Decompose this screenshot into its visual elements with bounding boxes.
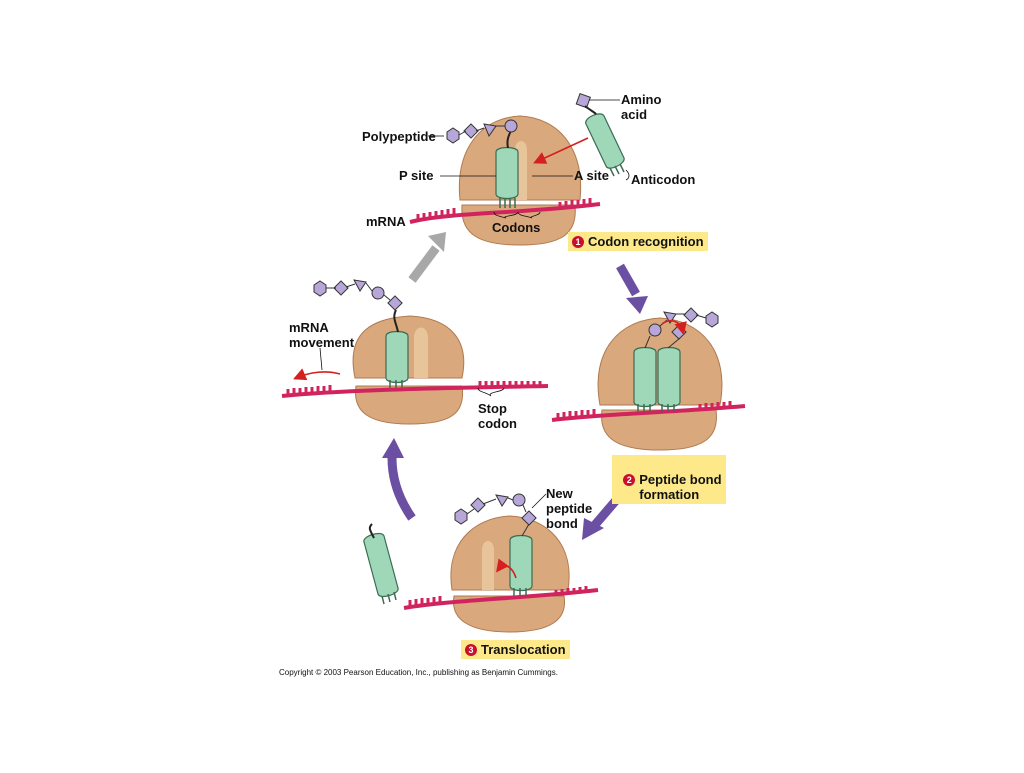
leader-line-mrna-movement	[319, 347, 323, 371]
step-3-label: Translocation	[481, 642, 566, 657]
incoming-trna-step1	[575, 92, 625, 177]
copyright-notice: Copyright © 2003 Pearson Education, Inc.…	[279, 668, 558, 677]
stop-codon-label: Stop codon	[478, 401, 517, 431]
step-2-number: 2	[623, 474, 636, 486]
amino-acid-label: Amino acid	[621, 92, 662, 122]
step-3-number: 3	[465, 644, 477, 656]
mrna-movement-arrow	[293, 368, 341, 381]
trna-p-site-step1	[495, 127, 519, 208]
step-1-number: 1	[572, 236, 584, 248]
released-trna	[363, 523, 399, 605]
anticodon-label: Anticodon	[631, 172, 696, 187]
polypeptide-chain-step1	[446, 119, 518, 144]
mrna-strand-step2	[551, 401, 746, 422]
new-peptide-bond-label: New peptide bond	[546, 486, 593, 531]
step-3-translocation: 3 Translocation	[461, 640, 570, 659]
polypeptide-label: Polypeptide	[362, 129, 436, 144]
mrna-strand-step3	[403, 586, 599, 610]
p-site-label: P site	[399, 168, 434, 183]
mrna-strand-left	[281, 381, 549, 398]
codons-label: Codons	[492, 220, 541, 235]
trna-pair-step2	[633, 307, 719, 412]
trna-step3	[454, 493, 537, 596]
mrna-strand-step1	[409, 198, 601, 224]
leader-line-peptide-bond	[531, 493, 547, 509]
a-site-label: A site	[574, 168, 609, 183]
mrna-label: mRNA	[366, 214, 406, 229]
step-1-label: Codon recognition	[588, 234, 704, 249]
step-1-codon-recognition: 1 Codon recognition	[568, 232, 708, 251]
step-2-label: Peptide bond formation	[639, 472, 722, 502]
trna-entry-arrow	[533, 137, 589, 164]
leader-lines-step1	[428, 99, 630, 219]
trna-left	[313, 279, 409, 388]
mrna-movement-label: mRNA movement	[289, 320, 355, 350]
ribosome-step1	[458, 115, 582, 246]
